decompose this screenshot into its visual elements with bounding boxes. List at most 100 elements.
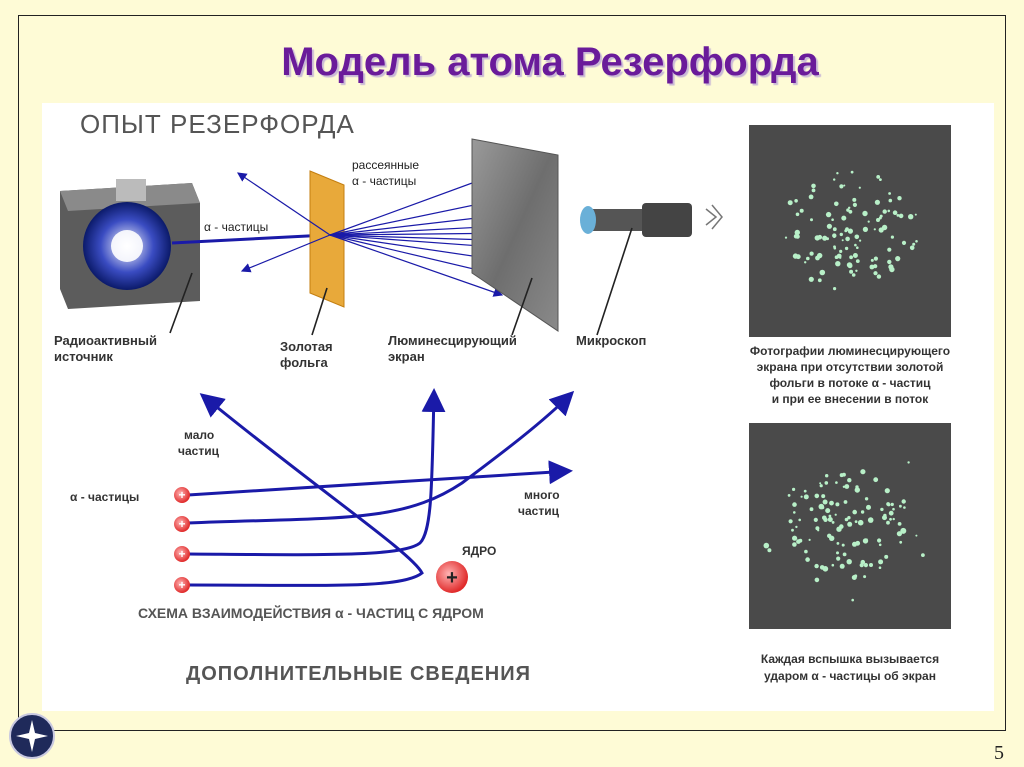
spark-dot xyxy=(844,229,848,233)
nucleus-label: ЯДРО xyxy=(462,544,496,558)
spark-dot xyxy=(847,478,852,483)
photo-caption-line-2: экрана при отсутствии золотой xyxy=(757,360,944,374)
spark-dot xyxy=(848,209,853,214)
spark-dot xyxy=(907,461,910,464)
spark-dot xyxy=(887,259,892,265)
spark-dot xyxy=(810,218,813,222)
spark-dot xyxy=(870,258,874,262)
scattered-label: рассеянные xyxy=(352,158,419,172)
spark-dot xyxy=(888,192,891,195)
spark-dot xyxy=(850,170,854,174)
spark-dot xyxy=(822,235,828,241)
spark-dot xyxy=(828,514,832,518)
experiment-heading: ОПЫТ РЕЗЕРФОРДА xyxy=(80,109,355,139)
spark-dot xyxy=(814,493,820,499)
spark-dot xyxy=(803,494,809,500)
spark-dot xyxy=(846,559,852,565)
spark-dot xyxy=(915,534,918,537)
spark-dot xyxy=(795,212,800,217)
spark-dot xyxy=(856,246,859,249)
interaction-scheme xyxy=(187,388,575,587)
spark-dot xyxy=(839,473,844,478)
spark-dot xyxy=(808,538,811,541)
spark-dot xyxy=(863,563,869,568)
spark-dot xyxy=(793,511,796,514)
spark-dot xyxy=(847,263,853,269)
diagram-panel: ОПЫТ РЕЗЕРФОРДА xyxy=(42,103,994,711)
spark-dot xyxy=(813,517,818,522)
spark-dot xyxy=(848,206,851,209)
spark-dot xyxy=(804,261,807,264)
spark-dot xyxy=(814,563,819,569)
spark-dot xyxy=(822,566,829,572)
spark-dot xyxy=(914,213,917,216)
spark-dot xyxy=(843,184,846,187)
spark-dot xyxy=(896,531,903,537)
spark-dot xyxy=(784,236,788,239)
spark-dot xyxy=(865,538,868,541)
spark-dot xyxy=(794,199,798,203)
spark-dot xyxy=(825,211,832,218)
spark-dot xyxy=(819,482,822,485)
spark-dot xyxy=(867,517,874,523)
spark-dot xyxy=(825,474,829,478)
spark-dot xyxy=(878,566,882,569)
spark-dot xyxy=(869,563,873,567)
spark-dot xyxy=(890,502,894,507)
alpha-plus: + xyxy=(178,578,185,592)
spark-dot xyxy=(844,517,849,522)
spark-dot xyxy=(857,519,864,526)
spark-dot xyxy=(836,542,840,545)
spark-dot xyxy=(811,183,816,189)
spark-dot xyxy=(826,237,829,241)
spark-dot xyxy=(800,495,803,498)
spark-dot xyxy=(839,249,843,253)
spark-dot xyxy=(794,229,800,236)
spark-dot xyxy=(882,209,887,214)
spark-dot xyxy=(852,202,858,207)
spark-dot xyxy=(826,223,833,229)
spark-dot xyxy=(887,503,891,507)
spark-dot xyxy=(833,287,837,291)
spark-dot xyxy=(869,264,875,270)
spark-dot xyxy=(803,489,807,493)
luminescent-screen xyxy=(471,138,559,332)
spark-dot xyxy=(847,521,853,527)
spark-dot xyxy=(866,504,871,510)
spark-dot xyxy=(864,497,869,501)
nucleus xyxy=(436,561,468,593)
rutherford-diagram: ОПЫТ РЕЗЕРФОРДА xyxy=(54,109,951,685)
spark-dot xyxy=(833,246,837,250)
alpha-plus: + xyxy=(178,517,185,531)
spark-dot xyxy=(827,533,832,538)
few-label: мало xyxy=(184,428,214,442)
spark-dot xyxy=(804,549,808,554)
few-label-2: частиц xyxy=(178,444,220,458)
spark-dot xyxy=(835,502,840,507)
spark-dot xyxy=(842,485,846,488)
spark-dot xyxy=(862,226,869,232)
spark-dot xyxy=(808,194,814,200)
spark-dot xyxy=(852,197,857,202)
spark-dot xyxy=(873,256,879,261)
sparks-with-foil xyxy=(763,461,925,602)
spark-dot xyxy=(854,234,860,240)
spark-dot xyxy=(886,520,890,525)
spark-dot xyxy=(836,551,839,555)
spark-dot xyxy=(836,556,841,561)
spark-dot xyxy=(811,188,816,193)
spark-dot xyxy=(862,210,868,217)
spark-dot xyxy=(821,506,825,510)
spark-dot xyxy=(817,278,822,283)
spark-dot xyxy=(854,487,860,493)
spark-dot xyxy=(860,469,866,475)
spark-dot xyxy=(860,510,865,514)
foil-label: Золотая xyxy=(280,339,333,354)
spark-dot xyxy=(873,271,878,276)
radioactive-source xyxy=(60,179,200,309)
spark-dot xyxy=(841,239,844,242)
spark-dot xyxy=(854,574,858,578)
spark-dot xyxy=(787,200,793,206)
spark-dot xyxy=(836,253,842,259)
spark-dot xyxy=(795,254,801,260)
